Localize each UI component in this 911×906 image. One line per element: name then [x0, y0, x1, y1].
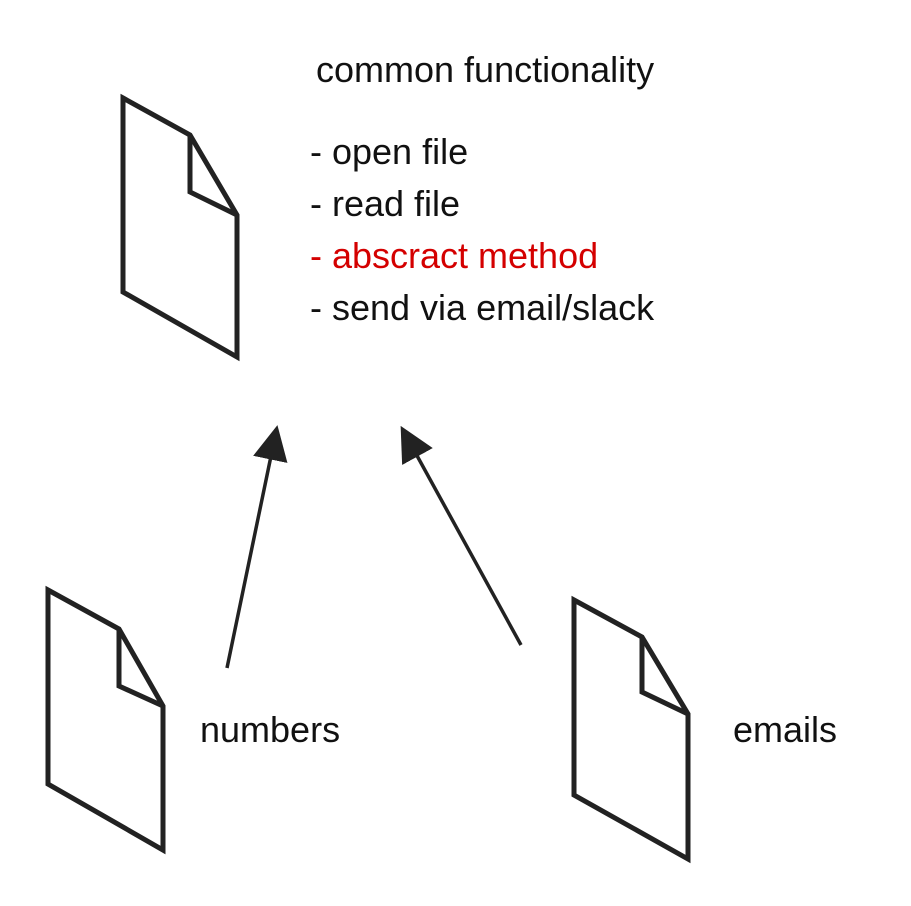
- numbers-arrow-up-icon: [225, 425, 288, 669]
- feature-read-file: - read file: [310, 183, 461, 224]
- emails-label: emails: [733, 709, 838, 750]
- feature-send-via-email-slack: - send via email/slack: [310, 287, 655, 328]
- numbers-document-icon: [45, 585, 166, 855]
- feature-open-file: - open file: [310, 131, 469, 172]
- parent-document-icon: [120, 93, 240, 362]
- feature-abstract-method: - abscract method: [310, 235, 599, 276]
- common-functionality-heading: common functionality: [316, 49, 655, 90]
- emails-arrow-up-icon: [400, 425, 523, 646]
- numbers-label: numbers: [200, 709, 341, 750]
- common-functionality-list: - open file - read file - abscract metho…: [310, 126, 654, 334]
- emails-document-icon: [571, 595, 691, 864]
